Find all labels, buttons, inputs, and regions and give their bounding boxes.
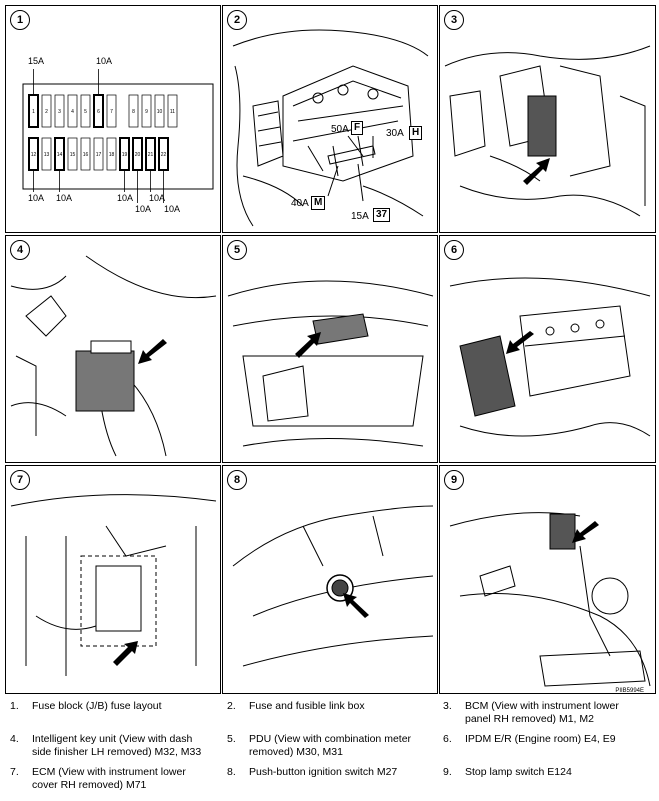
fuse-slot-15 <box>67 137 78 171</box>
legend-number: 1. <box>10 700 19 712</box>
panel-number: 7 <box>10 470 30 490</box>
fuse-slot-number: 9 <box>145 109 148 115</box>
fuse-slot-10 <box>154 94 165 128</box>
fuse-slot-number: 12 <box>31 152 37 158</box>
panel-fuse-link-box: 2 50A F 30A H <box>222 5 438 233</box>
rating-fuse-6: 10A <box>96 56 113 66</box>
legend-text: Intelligent key unit (View with dash sid… <box>32 733 202 758</box>
fuse-slot-8 <box>128 94 139 128</box>
legend-text: PDU (View with combination meter removed… <box>249 733 412 758</box>
fuse-slot-7 <box>106 94 117 128</box>
label-h: H <box>409 126 423 140</box>
bcm-drawing <box>444 45 651 217</box>
fuse-slot-number: 4 <box>71 109 74 115</box>
panel-number: 4 <box>10 240 30 260</box>
legend-number: 7. <box>10 766 19 778</box>
panel-ignition-switch: 8 <box>222 465 438 694</box>
legend-text: Push-button ignition switch M27 <box>249 766 398 778</box>
fuse-slot-18 <box>106 137 117 171</box>
stop-lamp-switch-drawing <box>449 512 651 687</box>
figure-code: PIIB5994E <box>615 688 644 694</box>
intelligent-key-unit-drawing <box>10 255 217 457</box>
panel-number: 8 <box>227 470 247 490</box>
label-37: 37 <box>373 208 391 222</box>
fuse-slot-number: 17 <box>96 152 102 158</box>
fuse-slot-number: 22 <box>161 152 167 158</box>
fuse-slot-number: 13 <box>44 152 50 158</box>
fusible-link-box-drawing <box>232 29 429 227</box>
fuse-slot-number: 21 <box>148 152 154 158</box>
legend-number: 8. <box>227 766 236 778</box>
label-30a: 30A <box>386 128 404 139</box>
fuse-slot-11 <box>167 94 178 128</box>
panel-number: 6 <box>444 240 464 260</box>
fuse-slot-number: 16 <box>83 152 89 158</box>
fuse-slot-number: 1 <box>32 109 35 115</box>
rating-fuse-14: 10A <box>56 193 73 203</box>
fuse-slot-number: 6 <box>97 109 100 115</box>
panel-number: 5 <box>227 240 247 260</box>
panel-intelligent-key-unit: 4 <box>5 235 221 463</box>
fuse-slot-number: 11 <box>170 109 175 115</box>
label-40a: 40A <box>291 198 309 209</box>
panel-pdu: 5 <box>222 235 438 463</box>
panel-number: 1 <box>10 10 30 30</box>
legend-number: 2. <box>227 700 236 712</box>
ecm-drawing <box>10 494 217 676</box>
label-m: M <box>311 196 326 210</box>
label-15a: 15A <box>351 211 369 222</box>
fuse-slot-4 <box>67 94 78 128</box>
fuse-slot-13 <box>41 137 52 171</box>
legend-text: Stop lamp switch E124 <box>465 766 572 778</box>
panel-bcm: 3 <box>439 5 656 233</box>
label-50a: 50A <box>331 124 349 135</box>
fuse-slot-3 <box>54 94 65 128</box>
label-f: F <box>351 121 364 135</box>
legend-text: Fuse block (J/B) fuse layout <box>32 700 162 712</box>
legend-number: 5. <box>227 733 236 745</box>
fuse-slot-number: 2 <box>45 109 48 115</box>
fuse-slot-9 <box>141 94 152 128</box>
fuse-slot-number: 3 <box>58 109 61 115</box>
rating-fuse-12: 10A <box>28 193 45 203</box>
fuse-slot-5 <box>80 94 91 128</box>
legend-number: 9. <box>443 766 452 778</box>
panel-ipdm-er: 6 <box>439 235 656 463</box>
legend-number: 6. <box>443 733 452 745</box>
panel-number: 3 <box>444 10 464 30</box>
fuse-slot-number: 14 <box>57 152 63 158</box>
rating-fuse-19: 10A <box>117 193 134 203</box>
fuse-slot-17 <box>93 137 104 171</box>
legend-text: ECM (View with instrument lower cover RH… <box>32 766 186 791</box>
panel-number: 9 <box>444 470 464 490</box>
fuse-slot-number: 5 <box>84 109 87 115</box>
legend-text: BCM (View with instrument lower panel RH… <box>465 700 619 725</box>
legend-text: IPDM E/R (Engine room) E4, E9 <box>465 733 616 745</box>
fuse-slot-number: 15 <box>70 152 76 158</box>
ipdm-drawing <box>449 277 651 437</box>
fuse-slot-number: 10 <box>157 109 163 115</box>
legend-text: Fuse and fusible link box <box>249 700 365 712</box>
fuse-slot-number: 20 <box>135 152 141 158</box>
fuse-slot-2 <box>41 94 52 128</box>
legend-number: 4. <box>10 733 19 745</box>
rating-fuse-22: 10A <box>164 204 181 214</box>
ignition-switch-drawing <box>232 505 434 667</box>
rating-fuse-21: 10A <box>149 193 166 203</box>
fuse-slot-number: 7 <box>110 109 113 115</box>
fuse-slot-number: 18 <box>109 152 115 158</box>
rating-fuse-1: 15A <box>28 56 45 66</box>
legend-number: 3. <box>443 700 452 712</box>
panel-ecm: 7 <box>5 465 221 694</box>
pdu-drawing <box>227 280 434 447</box>
panel-number: 2 <box>227 10 247 30</box>
panel-stop-lamp-switch: 9 <box>439 465 656 694</box>
rating-fuse-20: 10A <box>135 204 152 214</box>
fuse-slot-number: 8 <box>132 109 135 115</box>
fuse-slot-number: 19 <box>122 152 128 158</box>
fuse-slot-16 <box>80 137 91 171</box>
